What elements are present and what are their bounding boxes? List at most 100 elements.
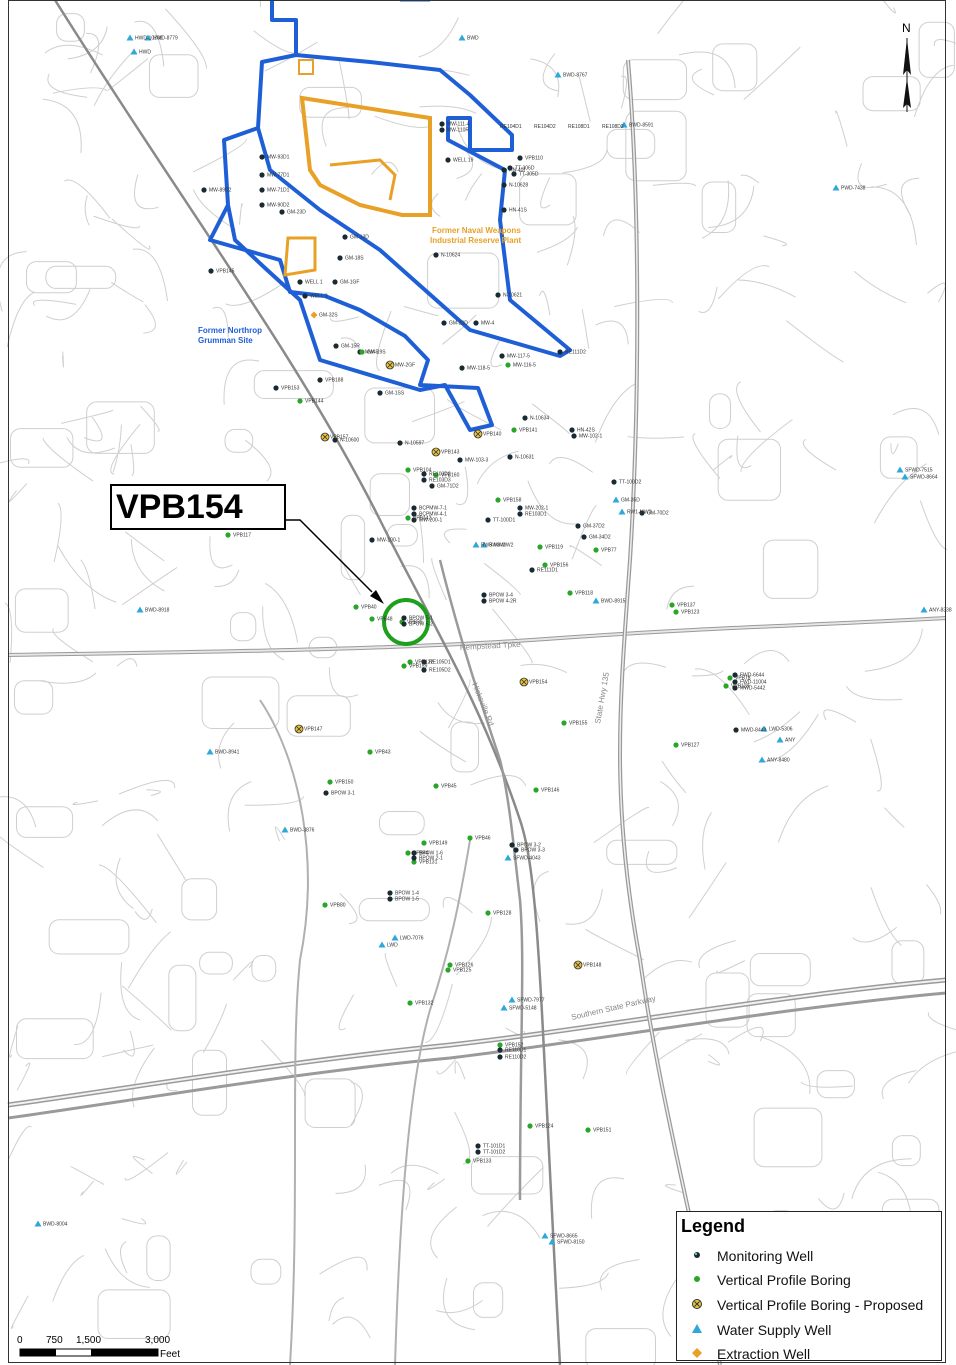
well-label: VPB146 <box>541 788 560 794</box>
navy-parcel-inner <box>329 158 397 201</box>
water-supply-well-icon <box>500 1004 508 1011</box>
street-block <box>16 806 74 838</box>
well-label: WELL 1 <box>305 280 323 286</box>
well-label: MW-100-1 <box>377 538 400 544</box>
monitoring-well-icon <box>279 209 285 215</box>
proposed-boring-cross <box>521 679 527 685</box>
street-segment <box>599 1259 640 1291</box>
street-segment <box>590 1177 625 1219</box>
street-segment <box>61 351 64 368</box>
street-segment <box>431 193 441 217</box>
water-supply-well-icon <box>541 1232 549 1239</box>
monitoring-well-icon <box>529 567 535 573</box>
street-block <box>379 811 425 836</box>
vertical-profile-boring-icon <box>497 1042 503 1048</box>
well-label: BPOW 3-4 <box>489 593 513 599</box>
well-label: SFWD-8664 <box>910 475 938 481</box>
street-segment <box>32 299 77 306</box>
street-segment <box>487 1167 544 1227</box>
well-label: VPB142 <box>413 516 432 522</box>
street-segment <box>340 337 361 352</box>
street-segment <box>86 32 100 74</box>
water-supply-well-icon <box>832 184 840 191</box>
street-block <box>450 721 479 773</box>
street-segment <box>111 218 151 250</box>
street-segment <box>93 215 141 229</box>
street-segment <box>536 227 579 253</box>
street-segment <box>223 359 260 405</box>
street-segment <box>430 1206 457 1259</box>
street-block <box>862 76 921 112</box>
street-segment <box>581 309 590 349</box>
monitoring-well-icon <box>732 672 738 678</box>
well-label: VPB144 <box>305 399 324 405</box>
street-block <box>585 1328 656 1365</box>
street-segment <box>566 215 576 266</box>
street-segment <box>927 282 946 303</box>
vertical-profile-boring-icon <box>367 749 373 755</box>
water-supply-well-icon <box>504 854 512 861</box>
well-label: VPB151 <box>593 1128 612 1134</box>
well-label: VPB150 <box>335 780 354 786</box>
well-label: VPB132 <box>415 1001 434 1007</box>
street-segment <box>0 458 30 465</box>
well-label: MW-77D1 <box>267 173 290 179</box>
monitoring-well-icon <box>317 377 323 383</box>
well-label: MW-103-3 <box>465 458 488 464</box>
street-segment <box>101 1044 154 1058</box>
well-label: HWD-10208 <box>135 36 163 42</box>
monitoring-well-icon <box>401 615 407 621</box>
well-label: VPB39 <box>407 620 423 626</box>
street-segment <box>692 433 721 480</box>
well-label: VPB149 <box>429 841 448 847</box>
street-segment <box>418 514 425 563</box>
monitoring-well-icon <box>332 437 338 443</box>
well-label: MW-4 <box>481 321 494 327</box>
well-label: BWD-3876 <box>290 828 315 834</box>
street-segment <box>338 994 355 1031</box>
secondary-road-1 <box>259 699 309 1365</box>
street-segment <box>47 73 88 98</box>
water-supply-well-icon <box>620 121 628 128</box>
street-segment <box>57 545 117 603</box>
hempstead-tpke-label: Hempstead Tpke <box>460 640 522 652</box>
well-label: VPB46 <box>475 836 491 842</box>
monitoring-well-icon <box>377 390 383 396</box>
street-segment <box>817 1192 845 1210</box>
well-label: LWD-5306 <box>769 727 793 733</box>
street-segment <box>685 1038 730 1055</box>
street-segment <box>442 897 473 914</box>
vertical-profile-boring-icon <box>465 1158 471 1164</box>
street-segment <box>717 265 770 300</box>
street-segment <box>328 1297 345 1322</box>
street-segment <box>870 738 882 792</box>
street-segment <box>120 962 141 1021</box>
street-segment <box>133 1155 153 1174</box>
street-segment <box>61 409 114 424</box>
street-segment <box>490 338 503 368</box>
well-label: MW-202-1 <box>525 506 548 512</box>
well-label: VPB145 <box>216 269 235 275</box>
street-segment <box>124 1152 169 1181</box>
vertical-profile-boring-icon <box>593 547 599 553</box>
street-segment <box>578 74 591 122</box>
well-label: VPB188 <box>325 378 344 384</box>
street-segment <box>890 443 899 455</box>
well-label: RE103D3 <box>429 478 451 484</box>
navy-parcel-small <box>298 59 314 75</box>
street-segment <box>852 927 898 943</box>
well-label: RE108D2 <box>602 124 624 130</box>
well-label: LWD-7076 <box>400 936 424 942</box>
well-label: MW-117-5 <box>507 354 530 360</box>
street-segment <box>130 444 135 476</box>
secondary-road-2 <box>394 839 471 1365</box>
vertical-profile-boring-icon <box>467 835 473 841</box>
street-segment <box>907 1051 956 1084</box>
street-block <box>918 21 955 78</box>
scale-tick-0: 0 <box>17 1335 23 1346</box>
monitoring-well-icon <box>557 349 563 355</box>
street-segment <box>390 1164 439 1175</box>
street-block <box>97 1289 171 1340</box>
street-segment <box>10 1295 29 1329</box>
monitoring-well-icon <box>495 292 501 298</box>
